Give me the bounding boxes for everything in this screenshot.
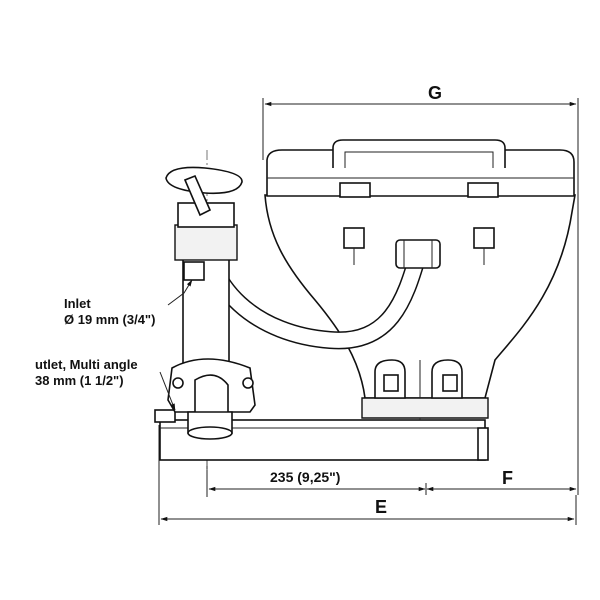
outlet-label-line2: 38 mm (1 1/2")	[35, 373, 124, 388]
dimension-g-label: G	[428, 83, 443, 103]
inlet-label-line1: Inlet	[64, 296, 91, 311]
seat-and-lid	[266, 139, 575, 198]
inlet-leader	[167, 279, 193, 306]
dimension-235-label: 235 (9,25")	[270, 469, 341, 485]
dimension-f-label: F	[502, 468, 513, 488]
pump-assembly	[165, 166, 256, 440]
mounting-bolts	[343, 227, 495, 392]
inlet-label-line2: Ø 19 mm (3/4")	[64, 312, 156, 327]
dimension-g	[262, 98, 579, 495]
outlet-leader	[159, 371, 176, 411]
dimension-e	[158, 425, 577, 525]
outlet-label-line1: utlet, Multi angle	[35, 357, 138, 372]
dimension-e-label: E	[375, 497, 388, 517]
toilet-bowl	[264, 194, 576, 419]
